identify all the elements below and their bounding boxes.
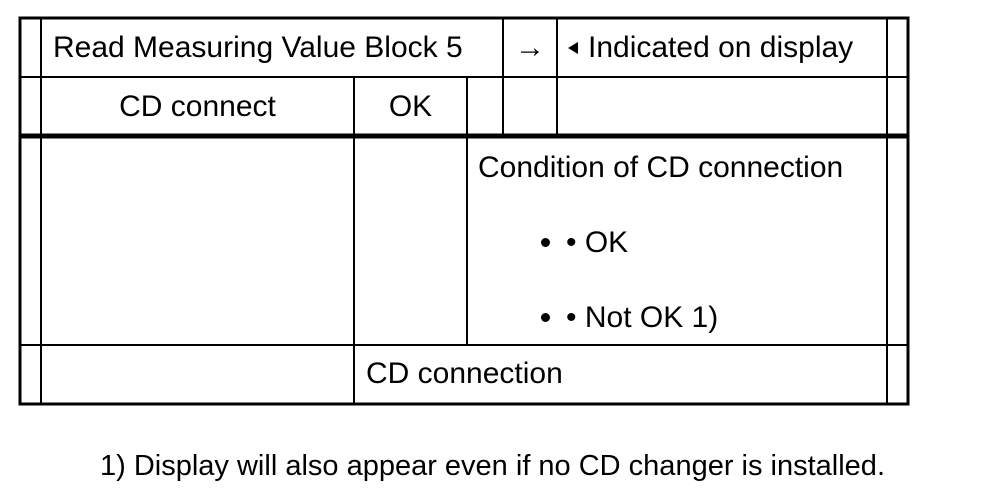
bullet-icon [541,237,550,247]
footnote: 1) Display will also appear even if no C… [100,450,885,482]
option-not-ok: • Not OK 1) [541,301,718,335]
indicated-label: Indicated on display [588,31,854,64]
option-ok: • OK [541,226,628,260]
arrow-icon: → [515,31,545,64]
triangle-left-icon [568,42,578,54]
footer-label: CD connection [366,357,563,390]
option-label: • OK [566,226,629,259]
option-label: • Not OK 1) [566,301,719,334]
indicated-on-display: Indicated on display [568,31,853,65]
bullet-icon [541,312,550,322]
field-value: OK [388,90,433,123]
block-label: Read Measuring Value Block 5 [53,31,463,64]
field-name: CD connect [119,90,276,123]
description-heading: Condition of CD connection [478,151,844,184]
